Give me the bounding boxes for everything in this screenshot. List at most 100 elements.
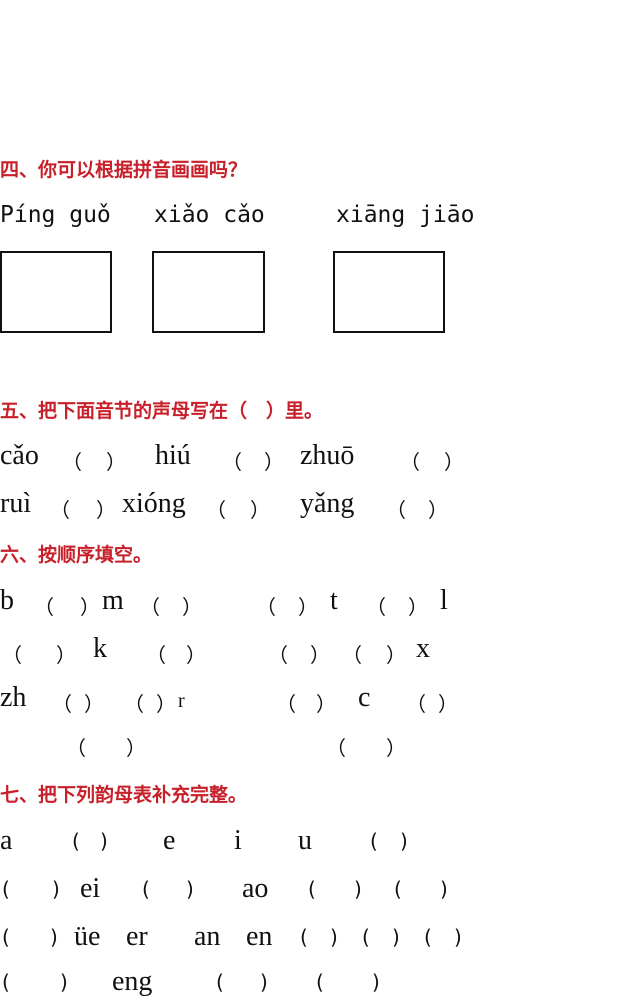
drawing-box-pingguo[interactable] (0, 251, 112, 333)
section-5-title: 五、把下面音节的声母写在（ ）里。 (0, 400, 324, 422)
blank-close[interactable]: ) (440, 877, 448, 901)
blank-close[interactable]: ） (106, 450, 126, 474)
blank-close[interactable]: ) (260, 970, 268, 994)
initial-letter: k (93, 633, 107, 664)
blank-close[interactable]: ） (408, 595, 428, 619)
blank-close[interactable]: ） (182, 595, 202, 619)
blank-open[interactable]: ( (370, 829, 378, 853)
blank-open[interactable]: （ (326, 736, 346, 760)
blank-close[interactable]: ） (96, 498, 116, 522)
initial-letter: c (358, 682, 371, 713)
blank-close[interactable]: ） (438, 692, 458, 716)
blank-open[interactable]: （ (206, 498, 226, 522)
pinyin-xiaocao: xiǎo cǎo (154, 202, 265, 228)
blank-close[interactable]: ） (386, 736, 406, 760)
blank-open[interactable]: ( (2, 877, 10, 901)
blank-close[interactable]: ） (84, 692, 104, 716)
initial-letter: x (416, 633, 430, 664)
blank-open[interactable]: （ (34, 595, 54, 619)
final-letter: u (298, 825, 312, 856)
blank-close[interactable]: ) (186, 877, 194, 901)
initial-letter: t (330, 585, 338, 616)
blank-open[interactable]: （ (66, 736, 86, 760)
blank-close[interactable]: ) (60, 970, 68, 994)
section-4-title: 四、你可以根据拼音画画吗？ (0, 159, 248, 181)
syllable: ruì (0, 488, 32, 519)
drawing-box-xiangjiao[interactable] (333, 251, 445, 333)
blank-close[interactable]: ） (186, 643, 206, 667)
section-7-title: 七、把下列韵母表补充完整。 (0, 784, 248, 806)
blank-close[interactable]: ） (298, 595, 318, 619)
blank-open[interactable]: （ (276, 692, 296, 716)
blank-open[interactable]: ( (2, 970, 10, 994)
blank-open[interactable]: （ (146, 643, 166, 667)
blank-open[interactable]: （ (342, 643, 362, 667)
blank-close[interactable]: ) (52, 877, 60, 901)
blank-open[interactable]: ( (308, 877, 316, 901)
syllable: xióng (122, 488, 186, 519)
blank-open[interactable]: ( (2, 925, 10, 949)
final-letter: i (234, 825, 242, 856)
blank-open[interactable]: ( (424, 925, 432, 949)
blank-open[interactable]: （ (222, 450, 242, 474)
blank-close[interactable]: ) (400, 829, 408, 853)
blank-close[interactable]: ) (50, 925, 58, 949)
blank-close[interactable]: ） (156, 692, 176, 716)
blank-open[interactable]: （ (256, 595, 276, 619)
blank-close[interactable]: ） (126, 736, 146, 760)
blank-close[interactable]: ） (386, 643, 406, 667)
pinyin-xiangjiao: xiāng jiāo (336, 202, 475, 228)
blank-close[interactable]: ) (392, 925, 400, 949)
blank-close[interactable]: ） (80, 595, 100, 619)
final-letter: üe (74, 921, 101, 952)
final-letter: an (194, 921, 221, 952)
blank-close[interactable]: ） (444, 450, 464, 474)
blank-open[interactable]: （ (406, 692, 426, 716)
section-6-title: 六、按顺序填空。 (0, 544, 153, 566)
blank-open[interactable]: ( (316, 970, 324, 994)
blank-open[interactable]: ( (72, 829, 80, 853)
final-letter: a (0, 825, 13, 856)
blank-open[interactable]: （ (62, 450, 82, 474)
blank-close[interactable]: ） (428, 498, 448, 522)
blank-close[interactable]: ) (100, 829, 108, 853)
syllable: yǎng (300, 488, 355, 519)
blank-open[interactable]: ( (394, 877, 402, 901)
blank-close[interactable]: ） (316, 692, 336, 716)
pinyin-pingguo: Píng guǒ (0, 202, 111, 228)
blank-open[interactable]: ( (300, 925, 308, 949)
blank-close[interactable]: ) (372, 970, 380, 994)
syllable: hiú (155, 440, 191, 471)
drawing-box-xiaocao[interactable] (152, 251, 265, 333)
syllable: zhuō (300, 440, 355, 471)
final-letter: ei (80, 873, 101, 904)
blank-open[interactable]: （ (52, 692, 72, 716)
blank-open[interactable]: ( (216, 970, 224, 994)
final-letter: eng (112, 966, 153, 997)
blank-open[interactable]: （ (386, 498, 406, 522)
blank-close[interactable]: ) (330, 925, 338, 949)
blank-open[interactable]: （ (124, 692, 144, 716)
final-letter: ao (242, 873, 269, 904)
blank-open[interactable]: ( (142, 877, 150, 901)
blank-open[interactable]: ( (362, 925, 370, 949)
blank-close[interactable]: ） (250, 498, 270, 522)
initial-letter: zh (0, 682, 27, 713)
final-letter: en (246, 921, 273, 952)
blank-open[interactable]: （ (140, 595, 160, 619)
initial-letter: b (0, 585, 14, 616)
blank-close[interactable]: ） (310, 643, 330, 667)
blank-open[interactable]: （ (2, 643, 22, 667)
blank-close[interactable]: ） (56, 643, 76, 667)
final-letter: er (126, 921, 148, 952)
blank-open[interactable]: （ (366, 595, 386, 619)
blank-close[interactable]: ） (264, 450, 284, 474)
initial-letter: l (440, 585, 448, 616)
blank-open[interactable]: （ (50, 498, 70, 522)
blank-close[interactable]: ) (354, 877, 362, 901)
initial-letter: m (102, 585, 124, 616)
blank-close[interactable]: ) (454, 925, 462, 949)
syllable: cǎo (0, 440, 39, 471)
blank-open[interactable]: （ (400, 450, 420, 474)
blank-open[interactable]: （ (268, 643, 288, 667)
